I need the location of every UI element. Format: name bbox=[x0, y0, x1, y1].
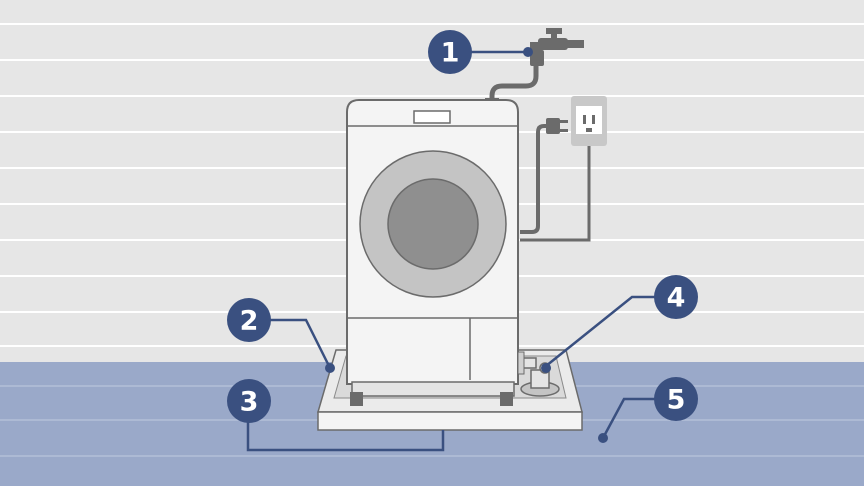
washing-machine bbox=[346, 99, 519, 406]
callout-2: 2 bbox=[227, 298, 271, 342]
callout-3-number: 3 bbox=[240, 387, 259, 418]
callout-3: 3 bbox=[227, 379, 271, 423]
callout-5-number: 5 bbox=[667, 385, 686, 416]
water-supply-hose bbox=[489, 61, 539, 105]
leader-lines bbox=[246, 50, 656, 452]
foot-left bbox=[350, 392, 363, 406]
foot-right bbox=[500, 392, 513, 406]
machine-base bbox=[351, 381, 515, 397]
callout-4-number: 4 bbox=[667, 283, 686, 314]
callout-1: 1 bbox=[428, 30, 472, 74]
power-cord bbox=[520, 124, 546, 234]
ground-wire bbox=[520, 146, 591, 242]
leader-endpoints bbox=[325, 47, 608, 443]
wall-outlet bbox=[571, 96, 607, 146]
callout-5: 5 bbox=[654, 377, 698, 421]
callout-4: 4 bbox=[654, 275, 698, 319]
control-display bbox=[413, 110, 451, 124]
water-faucet bbox=[530, 28, 584, 66]
callout-2-number: 2 bbox=[240, 306, 259, 337]
door-glass bbox=[387, 178, 479, 270]
power-plug bbox=[546, 118, 568, 134]
callout-1-number: 1 bbox=[441, 38, 460, 69]
